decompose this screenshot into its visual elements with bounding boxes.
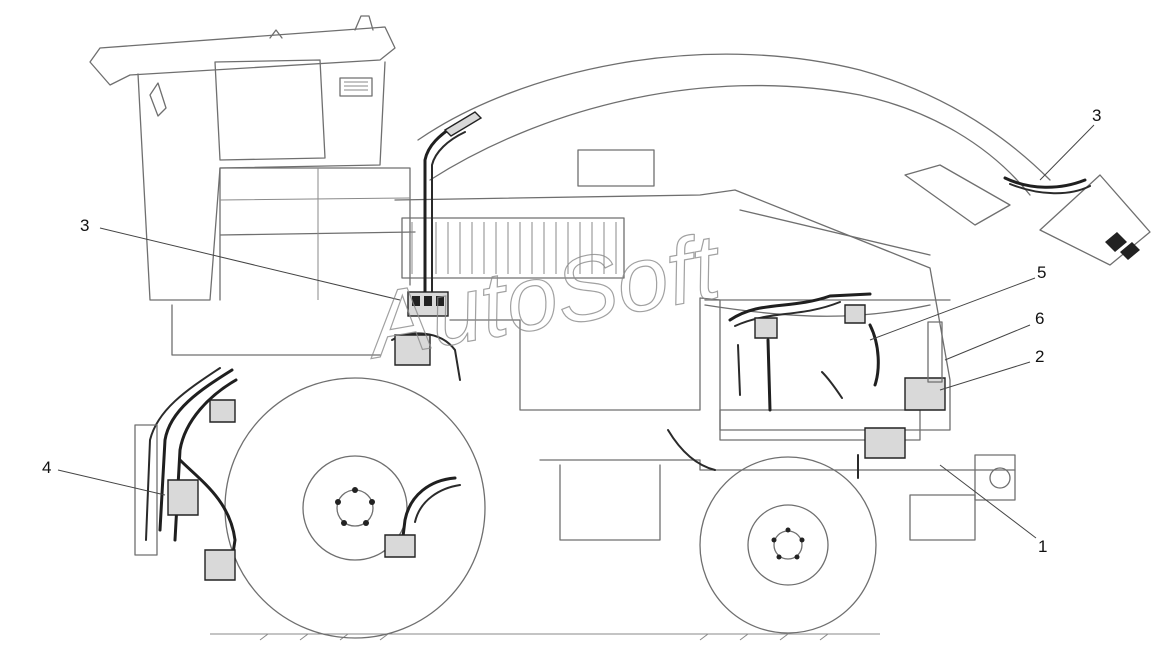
engine-bay-hoses	[667, 292, 946, 479]
callout-4: 4	[42, 458, 51, 477]
cab	[89, 15, 396, 301]
leader-lines	[57, 124, 1095, 539]
chassis	[171, 304, 1016, 541]
callout-labels: 3 3 5 6 2 4 1	[42, 106, 1101, 556]
callout-3-right: 3	[1092, 106, 1101, 125]
wheel-drive-hoses	[384, 476, 461, 558]
callout-3-left: 3	[80, 216, 89, 235]
control-valve-block	[391, 291, 461, 381]
spout	[417, 53, 1151, 266]
callout-5: 5	[1037, 263, 1046, 282]
header-hoses	[134, 367, 238, 581]
callout-6: 6	[1035, 309, 1044, 328]
front-wheel	[224, 377, 486, 639]
rear-wheel	[699, 456, 877, 634]
callout-1: 1	[1038, 537, 1047, 556]
ground-line	[210, 633, 880, 641]
railing	[219, 167, 416, 301]
callout-2: 2	[1035, 347, 1044, 366]
spout-hoses	[423, 111, 1091, 302]
engine-housing	[394, 149, 951, 441]
